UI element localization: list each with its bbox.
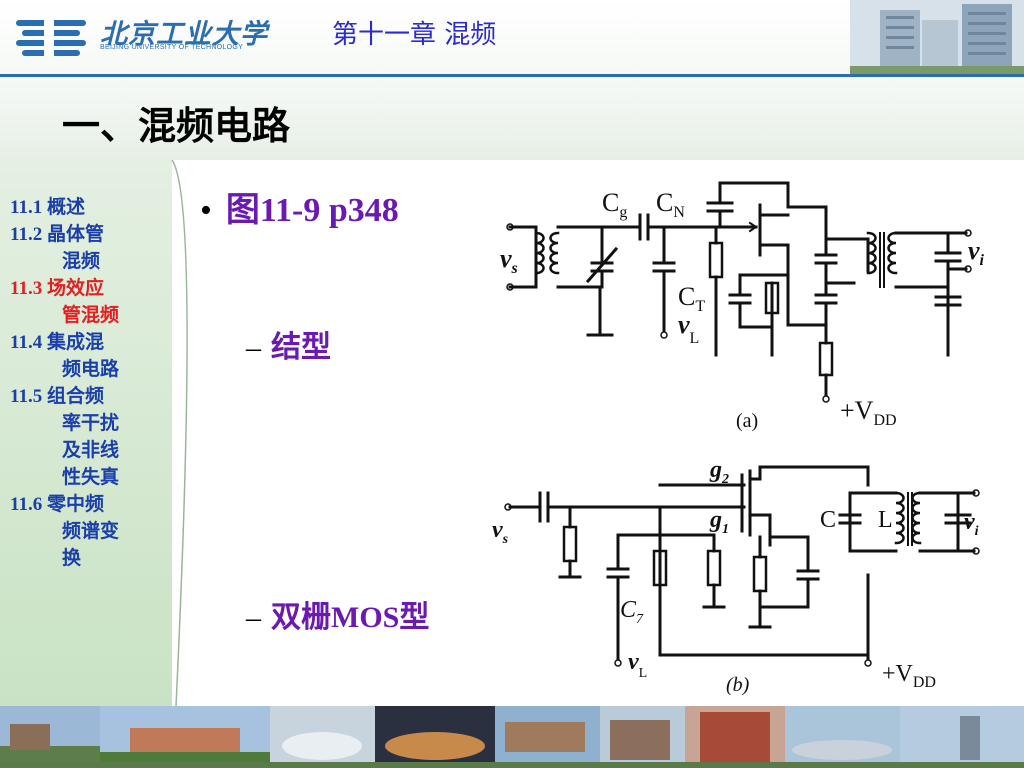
- bullet-figure-ref: • 图11-9 p348: [200, 182, 399, 231]
- sub-bullet-jfet: –结型: [246, 322, 331, 366]
- svg-text:g1: g1: [709, 507, 729, 537]
- slide-header: 北京工业大学 BEIJING UNIVERSITY OF TECHNOLOGY …: [0, 0, 1024, 160]
- toc-label: 集成混: [46, 332, 104, 353]
- university-logo-icon: [16, 20, 86, 56]
- svg-text:vL: vL: [628, 649, 647, 681]
- toc-item-11-2[interactable]: 11.2 晶体管 混频: [10, 221, 160, 275]
- circuit-diagrams: Cg CN CT vs vi vL +VDD (a) g2 g1 C L C7 …: [492, 181, 985, 695]
- logo-chinese-text: 北京工业大学: [100, 19, 268, 50]
- toc-label-continued: 频电路: [62, 359, 120, 380]
- toc-number: 11.5: [10, 386, 43, 407]
- header-divider: [0, 74, 1024, 77]
- toc-number: 11.4: [10, 332, 43, 353]
- main-content-area: [172, 160, 1024, 706]
- svg-text:+VDD: +VDD: [840, 396, 897, 429]
- sidebar-curve-divider: [171, 160, 200, 706]
- toc-label-continued: 管混频: [62, 305, 120, 326]
- toc-item-11-6[interactable]: 11.6 零中频 频谱变 换: [10, 491, 160, 572]
- toc-label: 组合频: [46, 386, 104, 407]
- toc-number: 11.6: [10, 494, 43, 515]
- svg-text:vs: vs: [492, 517, 509, 547]
- svg-text:g2: g2: [709, 457, 729, 487]
- logo-english-text: BEIJING UNIVERSITY OF TECHNOLOGY: [100, 44, 244, 51]
- toc-label-continued: 混频: [62, 251, 101, 272]
- svg-text:CN: CN: [656, 188, 685, 221]
- dash-marker: –: [246, 601, 261, 634]
- bullet-text: 图11-9 p348: [225, 192, 399, 229]
- campus-photo-strip: [0, 706, 1024, 768]
- sidebar: [0, 160, 172, 706]
- toc-label: 零中频: [46, 494, 104, 515]
- table-of-contents: 11.1 概述 11.2 晶体管 混频 11.3 场效应 管混频 11.4 集成…: [10, 194, 160, 572]
- toc-number: 11.1: [10, 197, 43, 218]
- toc-item-11-4[interactable]: 11.4 集成混 频电路: [10, 329, 160, 383]
- toc-number: 11.2: [10, 224, 43, 245]
- toc-label: 晶体管: [46, 224, 104, 245]
- svg-text:vs: vs: [500, 244, 518, 277]
- svg-text:L: L: [878, 507, 893, 533]
- sub-bullet-text: 双栅MOS型: [271, 601, 430, 634]
- svg-text:Cg: Cg: [602, 188, 627, 221]
- svg-text:C: C: [820, 507, 836, 533]
- toc-number: 11.3: [10, 278, 43, 299]
- svg-text:(a): (a): [736, 410, 758, 432]
- svg-text:vi: vi: [964, 509, 979, 539]
- svg-text:vL: vL: [678, 310, 699, 347]
- svg-text:C7: C7: [620, 597, 644, 627]
- sub-bullet-text: 结型: [271, 331, 331, 364]
- sub-bullet-mos: –双栅MOS型: [246, 592, 429, 636]
- section-title: 一、混频电路: [62, 104, 291, 148]
- toc-item-11-3[interactable]: 11.3 场效应 管混频: [10, 275, 160, 329]
- svg-text:CT: CT: [678, 282, 705, 315]
- toc-item-11-1[interactable]: 11.1 概述: [10, 194, 160, 221]
- chapter-title: 第十一章 混频: [332, 20, 497, 50]
- toc-label: 场效应: [46, 278, 104, 299]
- toc-label-continued: 率干扰 及非线 性失真: [62, 413, 120, 488]
- svg-text:vi: vi: [968, 236, 985, 269]
- dash-marker: –: [246, 331, 261, 364]
- campus-building-image: [850, 0, 1024, 76]
- toc-item-11-5[interactable]: 11.5 组合频 率干扰 及非线 性失真: [10, 383, 160, 491]
- toc-label-continued: 频谱变 换: [62, 521, 120, 569]
- toc-label: 概述: [46, 197, 85, 218]
- bullet-dot: •: [200, 192, 212, 229]
- svg-text:(b): (b): [726, 674, 750, 695]
- svg-text:+VDD: +VDD: [882, 661, 936, 691]
